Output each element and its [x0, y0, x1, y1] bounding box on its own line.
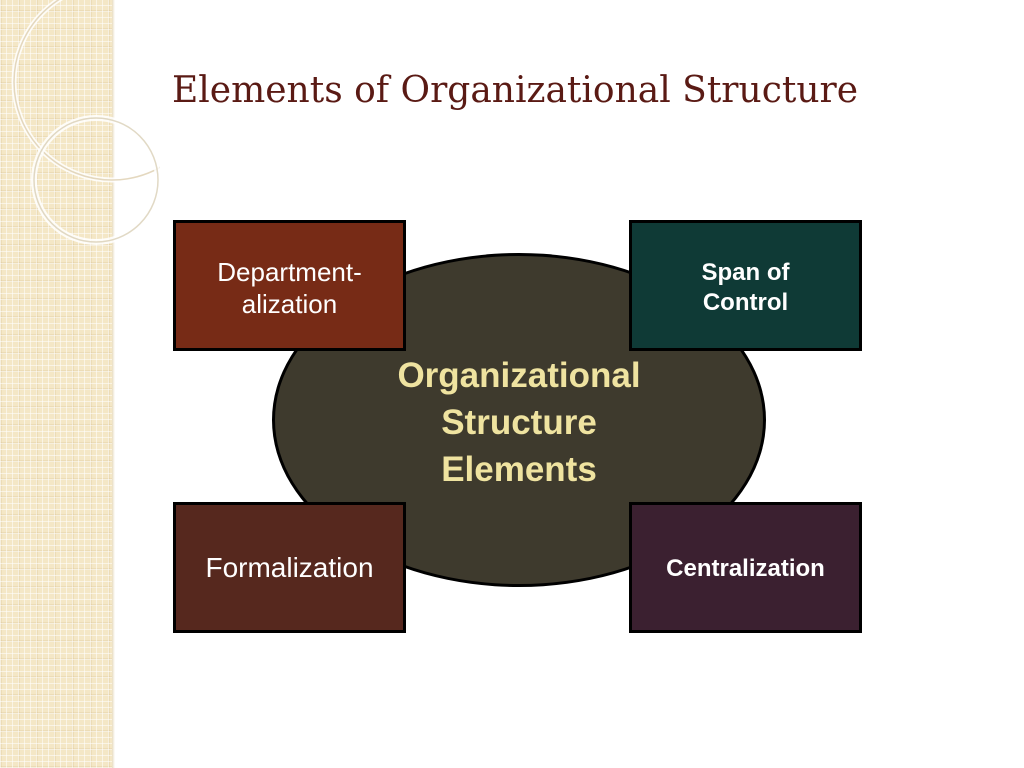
center-label-line-2: Structure: [441, 403, 597, 442]
centralization-label: Centralization: [666, 555, 825, 582]
center-label-line-1: Organizational: [397, 356, 641, 395]
decorative-circles-icon: [11, 0, 160, 245]
center-label-line-3: Elements: [441, 450, 597, 489]
side-band-edge: [112, 0, 115, 768]
span-of-control-label-line-1: Span of: [701, 259, 790, 286]
formalization-box: Formalization: [173, 502, 406, 633]
centralization-box: Centralization: [629, 502, 862, 633]
departmentalization-label-line-2: alization: [241, 289, 338, 319]
formalization-label: Formalization: [205, 552, 374, 583]
decorative-side-band: [0, 0, 112, 768]
span-of-control-box: Span of Control: [629, 220, 862, 351]
span-of-control-label-line-2: Control: [702, 289, 789, 316]
departmentalization-label-line-1: Department-: [217, 257, 362, 287]
departmentalization-box: Department- alization: [173, 220, 406, 351]
center-label: Organizational Structure Elements: [272, 352, 766, 493]
slide-title: Elements of Organizational Structure: [172, 70, 859, 111]
